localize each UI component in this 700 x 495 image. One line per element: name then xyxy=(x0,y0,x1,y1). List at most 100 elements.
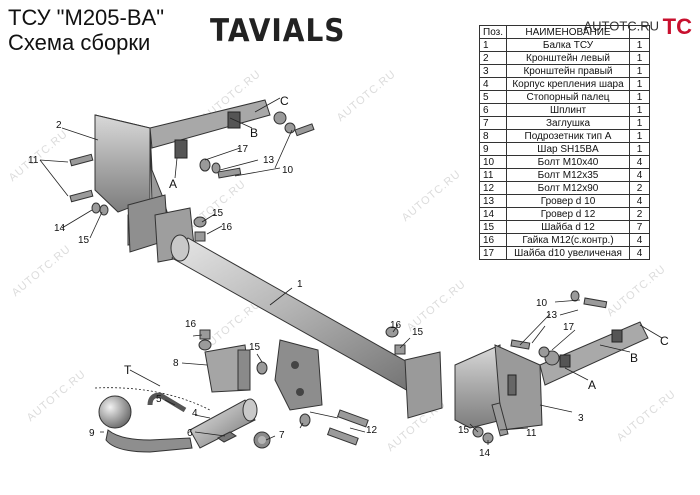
cap-plug xyxy=(253,431,271,449)
right-bracket xyxy=(454,321,649,431)
diagram-title: ТСУ "M205-BA" xyxy=(8,5,165,30)
header-name: НАИМЕНОВАНИЕ xyxy=(506,25,630,39)
row-name: Болт М12х35 xyxy=(506,168,630,182)
callout-15-a: 15 xyxy=(78,235,90,246)
callout-10-right: 10 xyxy=(536,298,548,309)
row-pos: 2 xyxy=(479,51,507,65)
row-name: Болт М10х40 xyxy=(506,155,630,169)
callout-6: 6 xyxy=(187,428,193,439)
row-pos: 1 xyxy=(479,38,507,52)
row-name: Балка ТСУ xyxy=(506,38,630,52)
row-pos: 4 xyxy=(479,77,507,91)
row-name: Заглушка xyxy=(506,116,630,130)
leader-lines xyxy=(39,97,663,445)
row-name: Шайба d10 увеличеная xyxy=(506,246,630,260)
row-pos: 3 xyxy=(479,64,507,78)
callout-14-right: 14 xyxy=(479,448,491,459)
row-pos: 11 xyxy=(479,168,507,182)
callout-13-left: 13 xyxy=(263,155,275,166)
brand-mark: TC xyxy=(662,14,692,39)
row-name: Шар SH15BA xyxy=(506,142,630,156)
row-name: Шайба d 12 xyxy=(506,220,630,234)
row-name: Корпус крепления шара xyxy=(506,77,630,91)
callout-10-left: 10 xyxy=(282,165,294,176)
lock-pin xyxy=(147,392,187,413)
row-pos: 5 xyxy=(479,90,507,104)
row-qty: 2 xyxy=(629,207,650,221)
callout-11-right: 11 xyxy=(526,428,537,439)
callout-9: 9 xyxy=(89,428,95,439)
row-pos: 17 xyxy=(479,246,507,260)
row-name: Подрозетник тип A xyxy=(506,129,630,143)
row-qty: 4 xyxy=(629,168,650,182)
row-pos: 10 xyxy=(479,155,507,169)
row-name: Гровер d 12 xyxy=(506,207,630,221)
callout-17-left: 17 xyxy=(237,144,249,155)
row-qty: 1 xyxy=(629,116,650,130)
row-name: Кронштейн левый xyxy=(506,51,630,65)
callout-8: 8 xyxy=(173,358,179,369)
point-b-right: B xyxy=(630,351,638,365)
row-name: Шплинт xyxy=(506,103,630,117)
callout-15-c: 15 xyxy=(249,342,261,353)
point-a-right: A xyxy=(588,378,596,392)
row-name: Гровер d 10 xyxy=(506,194,630,208)
row-qty: 2 xyxy=(629,181,650,195)
row-name: Гайка М12(с.контр.) xyxy=(506,233,630,247)
row-qty: 1 xyxy=(629,77,650,91)
row-pos: 16 xyxy=(479,233,507,247)
callout-11-left: 11 xyxy=(28,155,39,166)
row-pos: 7 xyxy=(479,116,507,130)
row-qty: 1 xyxy=(629,51,650,65)
parts-table-header: Поз. НАИМЕНОВАНИЕ xyxy=(479,25,650,39)
row-pos: 14 xyxy=(479,207,507,221)
callout-3: 3 xyxy=(578,413,584,424)
point-c-right: C xyxy=(660,334,669,348)
row-qty: 4 xyxy=(629,194,650,208)
callout-2: 2 xyxy=(56,120,62,131)
row-qty: 7 xyxy=(629,220,650,234)
row-pos: 6 xyxy=(479,103,507,117)
row-qty: 1 xyxy=(629,38,650,52)
point-b-left: B xyxy=(250,126,258,140)
row-pos: 15 xyxy=(479,220,507,234)
cotter-pin xyxy=(217,431,237,443)
callout-13-right: 13 xyxy=(546,310,558,321)
diagram-subtitle: Схема сборки xyxy=(8,30,151,55)
callout-1: 1 xyxy=(297,279,303,290)
callout-16-b: 16 xyxy=(185,319,197,330)
tow-ball xyxy=(98,395,193,453)
callouts: 1 2 3 4 5 6 7 8 9 10 10 11 11 12 13 13 1… xyxy=(28,94,669,459)
row-qty: 4 xyxy=(629,233,650,247)
point-c-left: C xyxy=(280,94,289,108)
callout-12: 12 xyxy=(366,425,378,436)
row-qty: 4 xyxy=(629,155,650,169)
row-qty: 1 xyxy=(629,142,650,156)
point-t: T xyxy=(124,363,132,377)
callout-15-e: 15 xyxy=(458,425,470,436)
callout-16-a: 16 xyxy=(221,222,233,233)
callout-17-right: 17 xyxy=(563,322,575,333)
row-pos: 8 xyxy=(479,129,507,143)
row-name: Болт М12х90 xyxy=(506,181,630,195)
callout-14-left: 14 xyxy=(54,223,66,234)
ball-housing xyxy=(189,398,258,449)
row-qty: 1 xyxy=(629,129,650,143)
